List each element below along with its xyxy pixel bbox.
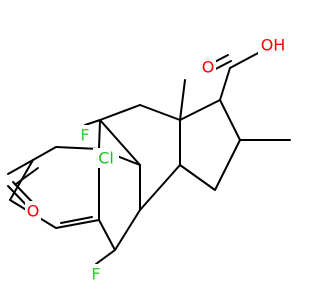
c13-methyl-bond — [179, 79, 186, 121]
ring-a-bond — [32, 146, 57, 161]
ring-d-bond — [219, 99, 241, 141]
atom-label-f-bottom: F — [91, 265, 100, 284]
ring-a-bond — [55, 146, 100, 150]
ring-a-double-bond-inner — [60, 216, 93, 224]
atom-label-o-acyl: O — [202, 58, 215, 77]
atom-o-hydroxyl: OH — [258, 35, 288, 55]
c6-fluorine-bond — [95, 249, 116, 265]
ring-a-bond — [55, 219, 100, 229]
atom-label-o-ketone: O — [27, 202, 40, 221]
atom-o-acyl: O — [200, 57, 216, 77]
side-chain-bond — [229, 51, 261, 69]
ring-c-bond — [139, 104, 181, 121]
atom-cl: Cl — [93, 148, 119, 168]
ring-a-double-bond — [7, 159, 34, 175]
ring-d-bond — [214, 139, 241, 191]
ring-c-bond — [139, 164, 181, 211]
c9-chlorine-bond — [98, 119, 101, 150]
atom-label-f-top: F — [80, 126, 89, 145]
ring-c-bond — [99, 119, 141, 166]
atom-f-top: F — [78, 125, 92, 145]
bond-layer — [7, 45, 291, 265]
ring-b-bond — [98, 219, 116, 251]
ring-d-bond — [179, 99, 221, 121]
atom-o-ketone: O — [25, 201, 41, 221]
ring-c-bond — [99, 104, 141, 121]
atom-label-cl: Cl — [98, 149, 114, 168]
c11-fluorine-bond — [84, 119, 101, 126]
atom-label-layer: O O OH F Cl F — [25, 35, 288, 284]
ring-d-bond — [179, 164, 216, 191]
atom-f-bottom: F — [89, 264, 103, 284]
side-chain-bond — [219, 67, 231, 101]
atom-label-o-hydroxyl: OH — [261, 36, 286, 55]
ring-b-bond — [114, 209, 141, 251]
chemical-structure: O O OH F Cl F — [7, 35, 291, 284]
ring-a-double-bond-inner — [15, 167, 39, 185]
